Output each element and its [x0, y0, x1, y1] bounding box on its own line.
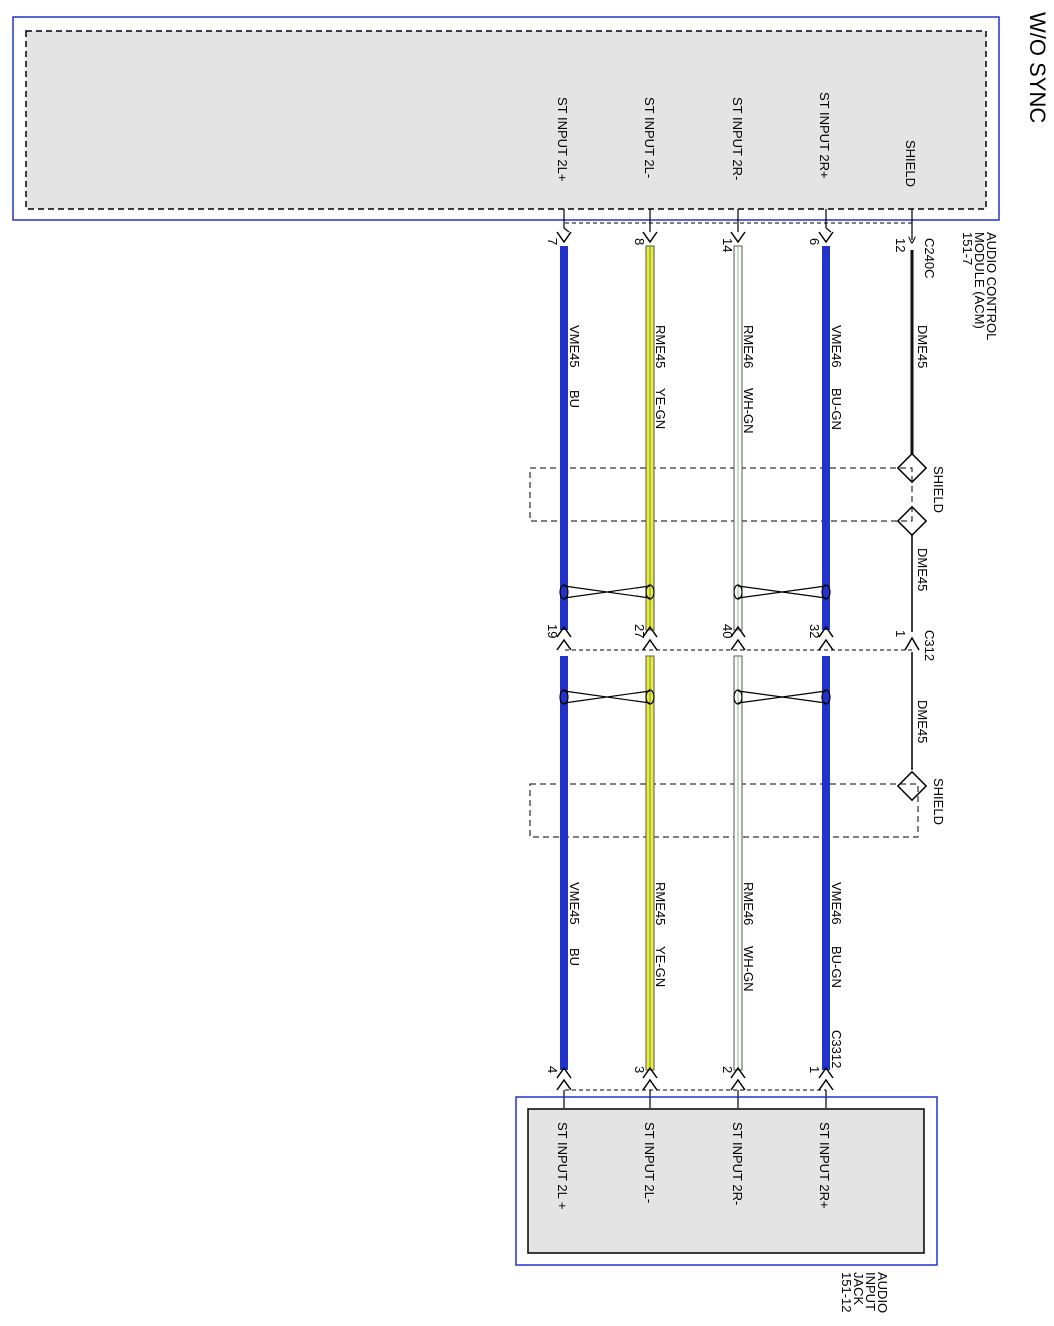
wire-circuit-label: VME45 — [567, 325, 582, 368]
jack-pin-numbers: 1 2 3 4 — [545, 1066, 822, 1073]
svg-text:151-12: 151-12 — [839, 1272, 854, 1312]
twisted-pair-icon — [559, 584, 831, 705]
svg-text:MODULE (ACM): MODULE (ACM) — [972, 232, 987, 329]
jack-pin-number: 1 — [807, 1066, 822, 1073]
acm-pin-number: 12 — [893, 238, 908, 252]
acm-pin-numbers: 12 6 14 8 7 — [545, 238, 908, 252]
shield-label: SHIELD — [931, 466, 946, 513]
shield-box-lower — [529, 783, 919, 838]
wire-circuit-label: RME45 — [653, 882, 668, 925]
c312-pin-number: 32 — [807, 624, 822, 638]
wire-circuit-label: RME45 — [653, 325, 668, 368]
wire-color-label: YE-GN — [653, 946, 668, 987]
wire-color-label: YE-GN — [653, 388, 668, 429]
wire-vme46 — [818, 209, 834, 1108]
jack-connector-label: C3312 — [829, 1030, 844, 1068]
wire-rme45 — [642, 209, 658, 1108]
wire-color-label: BU-GN — [829, 946, 844, 988]
svg-text:AUDIO: AUDIO — [875, 1272, 890, 1313]
acm-pin-number: 6 — [807, 238, 822, 245]
shield-box-upper — [529, 467, 913, 522]
wire-circuit-label: VME46 — [829, 882, 844, 925]
c312-label: C312 — [922, 630, 937, 661]
shield-label: SHIELD — [931, 778, 946, 825]
shield-circuit-label: DME45 — [915, 325, 930, 368]
acm-pin-label: SHIELD — [903, 140, 918, 187]
acm-module — [12, 16, 1000, 221]
wire-color-label: WH-GN — [741, 388, 756, 434]
wire-color-label: BU — [567, 390, 582, 408]
audio-input-jack — [515, 1096, 938, 1266]
wire-rme46 — [730, 209, 746, 1108]
acm-pin-label: ST INPUT 2R+ — [817, 92, 832, 179]
svg-text:AUDIO CONTROL: AUDIO CONTROL — [984, 232, 999, 340]
jack-pin-label: ST INPUT 2R+ — [817, 1122, 832, 1209]
jack-pin-label: ST INPUT 2L + — [555, 1122, 570, 1210]
shield-circuit-label: DME45 — [915, 548, 930, 591]
c312-pin-numbers: 1 32 40 27 19 — [545, 624, 908, 638]
svg-text:151-7: 151-7 — [960, 232, 975, 265]
acm-pin-label: ST INPUT 2L- — [642, 97, 657, 178]
wire-color-label: BU-GN — [829, 388, 844, 430]
svg-text:JACK: JACK — [851, 1272, 866, 1306]
acm-pin-number: 8 — [632, 238, 647, 245]
jack-pin-labels: ST INPUT 2R+ ST INPUT 2R- ST INPUT 2L- S… — [555, 1122, 832, 1210]
acm-pin-labels: SHIELD ST INPUT 2R+ ST INPUT 2R- ST INPU… — [555, 92, 918, 187]
jack-pin-number: 4 — [545, 1066, 560, 1073]
acm-pin-label: ST INPUT 2L+ — [555, 97, 570, 181]
acm-pin-label: ST INPUT 2R- — [730, 97, 745, 180]
c312-pin-number: 40 — [720, 624, 735, 638]
c312-pin-number: 27 — [632, 624, 647, 638]
wire-labels-upper: VME46 BU-GN RME46 WH-GN RME45 YE-GN VME4… — [567, 325, 844, 434]
wire-labels-lower: VME46 BU-GN RME46 WH-GN RME45 YE-GN VME4… — [567, 882, 844, 992]
c312-pin-number: 1 — [893, 630, 908, 637]
wire-color-label: WH-GN — [741, 946, 756, 992]
acm-pin-number: 7 — [545, 238, 560, 245]
wire-circuit-label: RME46 — [741, 325, 756, 368]
jack-pin-label: ST INPUT 2L- — [642, 1122, 657, 1203]
diagram-title: W/O SYNC — [1025, 12, 1050, 123]
wire-vme45 — [556, 209, 572, 1108]
wire-circuit-label: VME45 — [567, 882, 582, 925]
acm-name: AUDIO CONTROL MODULE (ACM) 151-7 — [960, 232, 999, 340]
jack-pin-number: 2 — [720, 1066, 735, 1073]
jack-name: AUDIO INPUT JACK 151-12 — [839, 1272, 890, 1313]
jack-pin-label: ST INPUT 2R- — [730, 1122, 745, 1205]
shield-circuit-label: DME45 — [915, 700, 930, 743]
jack-pin-number: 3 — [632, 1066, 647, 1073]
svg-text:INPUT: INPUT — [863, 1272, 878, 1311]
wire-circuit-label: VME46 — [829, 325, 844, 368]
wire-circuit-label: RME46 — [741, 882, 756, 925]
wire-color-label: BU — [567, 948, 582, 966]
c312-pin-number: 19 — [545, 624, 560, 638]
acm-connector-label: C240C — [922, 238, 937, 278]
shield-splice-icon — [896, 770, 928, 802]
acm-pin-number: 14 — [720, 238, 735, 252]
